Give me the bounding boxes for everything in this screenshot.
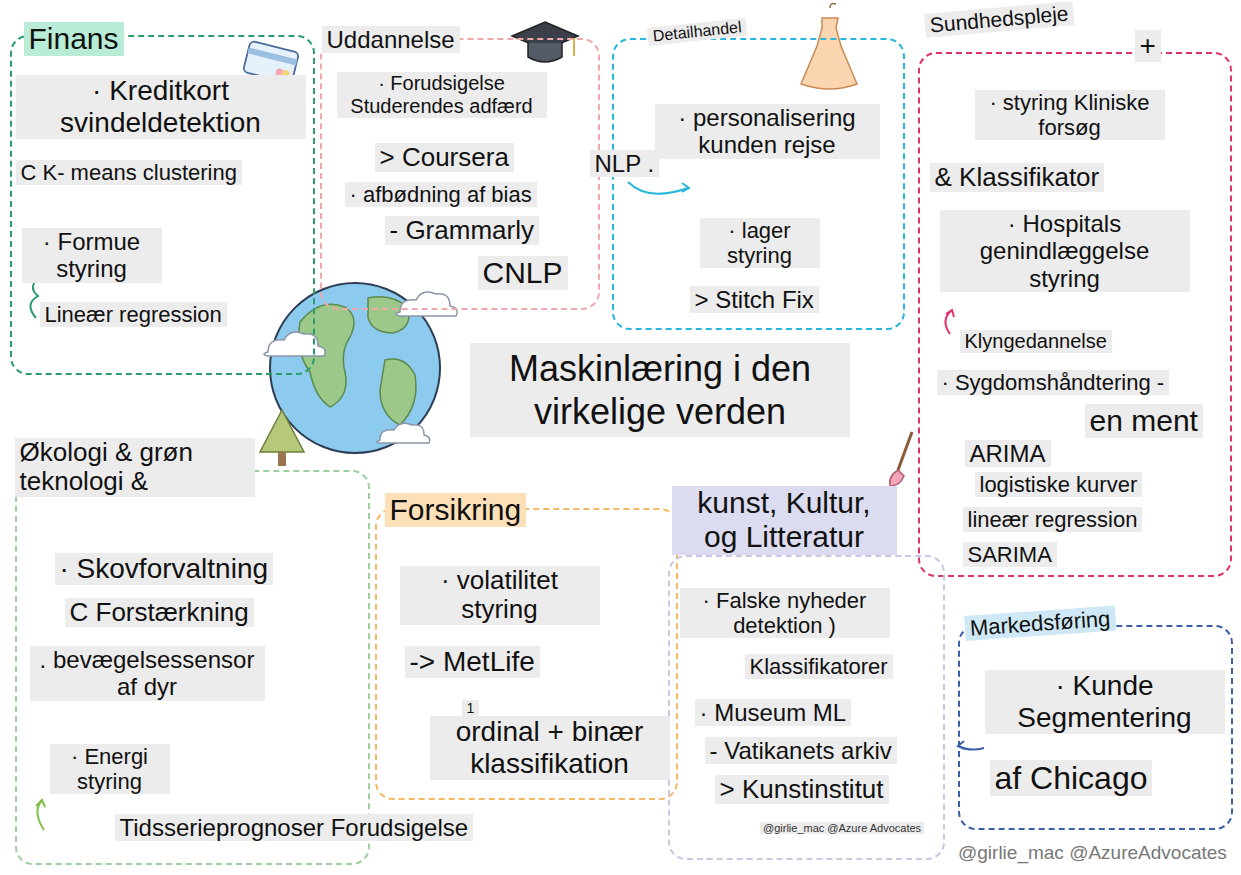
graduation-cap-icon — [512, 22, 578, 62]
topic-item: Tidsserieprognoser Forudsigelse — [115, 814, 474, 842]
topic-item: · Sygdomshåndtering - — [937, 370, 1170, 395]
topic-region: Sundhedspleje+· styring Kliniske forsøg&… — [918, 52, 1232, 577]
brush-icon — [890, 432, 912, 486]
topic-heading: Sundhedspleje — [923, 1, 1073, 38]
dress — [801, 18, 857, 89]
arrow-head — [946, 310, 954, 317]
topic-item: · Skovforvaltning — [55, 553, 274, 585]
credit-label: @girlie_mac @Azure Advocates — [760, 822, 924, 834]
topic-heading: Økologi & grøn teknologi & — [15, 438, 255, 498]
topic-item: af Chicago — [990, 760, 1153, 797]
topic-item: · Museum ML — [695, 699, 852, 727]
topic-item: - Grammarly — [385, 216, 539, 246]
topic-item: · Formue styring — [22, 228, 162, 283]
topic-item: - Vatikanets arkiv — [705, 737, 897, 765]
topic-heading: Markedsføring — [964, 605, 1116, 641]
topic-heading: Forsikring — [385, 493, 527, 528]
topic-heading: kunst, Kultur, og Litteratur — [672, 486, 897, 555]
topic-item: 1 — [462, 700, 480, 716]
topic-heading: Finans — [24, 22, 124, 57]
dress-icon — [801, 4, 857, 90]
arrow-head — [36, 800, 45, 807]
arrow-head — [682, 183, 689, 192]
topic-item: · Kunde Segmentering — [985, 670, 1225, 734]
brush-tip — [890, 470, 904, 486]
credit-label: @girlie_mac @AzureAdvocates — [955, 842, 1230, 864]
topic-item: logistiske kurver — [975, 472, 1143, 497]
topic-region: Uddannelse· Forudsigelse Studerendes adf… — [320, 38, 600, 310]
topic-region: Finans· Kreditkort svindeldetektionC K- … — [10, 35, 315, 375]
tree-icon — [260, 410, 304, 466]
topic-item: ARIMA — [965, 440, 1051, 468]
topic-item: · styring Kliniske forsøg — [975, 90, 1165, 141]
topic-item: · Energi styring — [50, 744, 170, 795]
cloud — [396, 292, 457, 316]
topic-heading: Uddannelse — [322, 26, 460, 54]
topic-item: · Kreditkort svindeldetektion — [16, 75, 306, 139]
topic-item: · Forudsigelse Studerendes adfærd — [337, 72, 547, 118]
topic-item: . bevægelsessensor af dyr — [30, 646, 265, 701]
card-stripe — [247, 47, 297, 65]
topic-region: Markedsføring· Kunde Segmenteringaf Chic… — [958, 625, 1233, 830]
topic-item: C K- means clustering — [16, 160, 242, 185]
topic-item: CNLP — [478, 256, 568, 291]
cloud — [377, 423, 430, 443]
topic-region: Forsikring· volatilitet styring-> MetLif… — [375, 508, 678, 800]
topic-item: C Forstærkning — [65, 598, 254, 628]
tree-crown — [260, 410, 304, 452]
topic-item: SARIMA — [963, 542, 1057, 567]
topic-item: -> MetLife — [405, 646, 540, 678]
cloud — [264, 332, 325, 356]
topic-item: · afbødning af bias — [345, 182, 537, 207]
cap-base — [528, 43, 562, 62]
curly-arrows — [30, 182, 984, 830]
globe-land — [380, 359, 416, 425]
topic-item: · volatilitet styring — [400, 566, 600, 626]
topic-item: · personalisering kunden rejse — [655, 104, 880, 159]
diagram-title: Maskinlæring i den virkelige verden — [470, 343, 850, 437]
topic-item: + — [1135, 30, 1161, 62]
topic-item: · Falske nyheder detektion ) — [680, 588, 890, 639]
topic-item: Lineær regression — [40, 302, 227, 327]
topic-item: > Coursera — [375, 143, 514, 173]
clouds — [264, 292, 457, 443]
topic-region: kunst, Kultur, og Litteratur· Falske nyh… — [668, 555, 945, 860]
hanger — [830, 4, 836, 9]
topic-item: · lager styring — [700, 218, 820, 269]
topic-item: > Kunstinstitut — [715, 775, 889, 805]
topic-item: & Klassifikator — [930, 163, 1105, 193]
topic-item: > Stitch Fix — [690, 286, 819, 314]
topic-item: Klyngedannelse — [960, 330, 1112, 353]
curly-arrow — [628, 182, 688, 194]
brush-handle — [898, 432, 912, 470]
topic-item: lineær regression — [963, 507, 1143, 532]
topic-item: ordinal + binær klassifikation — [430, 716, 670, 780]
topic-region: DetailhandelNLP .· personalisering kunde… — [612, 38, 905, 330]
tree-trunk — [278, 452, 286, 466]
topic-item: NLP . — [590, 150, 660, 178]
cap-tassel — [573, 38, 575, 56]
topic-item: · Hospitals genindlæggelse styring — [940, 210, 1190, 293]
topic-item: Klassifikatorer — [745, 654, 893, 679]
topic-region: Økologi & grøn teknologi &· Skovforvaltn… — [15, 470, 370, 865]
topic-heading: Detailhandel — [647, 17, 747, 46]
topic-item: en ment — [1085, 404, 1203, 439]
